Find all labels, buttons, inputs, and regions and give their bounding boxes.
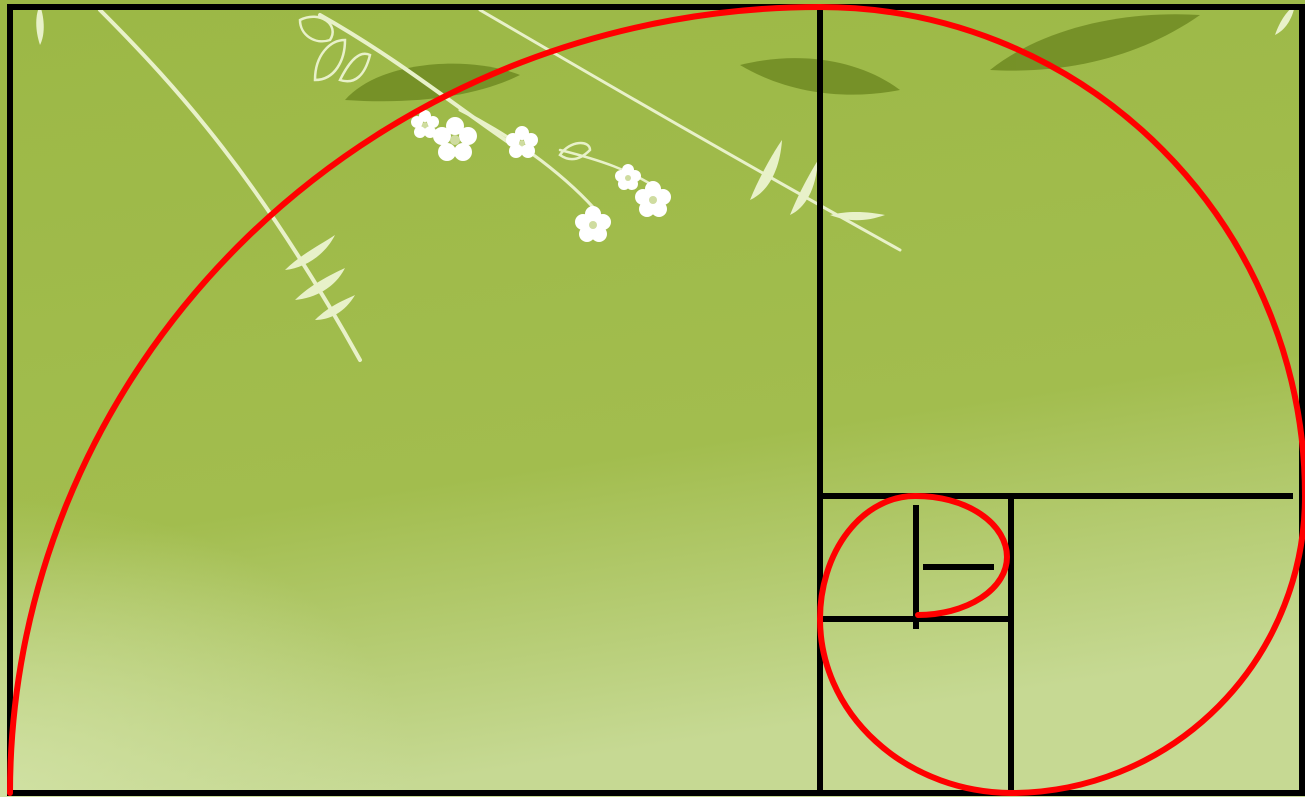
background-glow — [0, 300, 700, 797]
blossom-center — [450, 135, 460, 145]
